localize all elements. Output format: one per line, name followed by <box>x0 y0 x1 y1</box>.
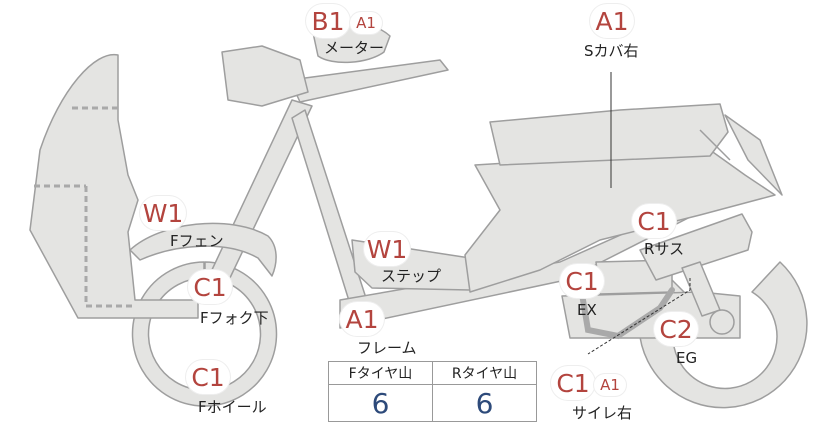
seat <box>489 103 729 166</box>
rear-tire-tread-value: 6 <box>432 384 537 422</box>
grade-badge-silencer-right: C1 <box>551 366 595 400</box>
front-tire-tread-value: 6 <box>328 384 433 422</box>
front-wheel <box>131 261 278 407</box>
tire-tread-table: Fタイヤ山 Rタイヤ山 6 6 <box>328 361 537 422</box>
label-front-fender: Fフェン <box>170 232 224 250</box>
label-silencer-right: サイレ右 <box>572 404 633 422</box>
grade-badge-front-fork-lower: C1 <box>188 270 232 304</box>
exhaust-pipe <box>579 287 675 340</box>
grade-badge-silencer-right-secondary: A1 <box>594 374 626 396</box>
grade-badge-engine: C2 <box>654 312 698 346</box>
tail-grab <box>699 129 731 161</box>
label-meter: メーター <box>324 39 385 57</box>
grade-badge-meter: B1 <box>306 4 350 38</box>
grade-badge-meter-secondary: A1 <box>350 12 382 34</box>
grade-badge-side-cover-right: A1 <box>590 4 634 38</box>
label-engine: EG <box>676 349 698 367</box>
label-exhaust: EX <box>577 301 597 319</box>
front-tire-tread-header: Fタイヤ山 <box>328 361 433 385</box>
label-step: ステップ <box>381 267 442 285</box>
grade-badge-rear-suspension: C1 <box>632 204 676 238</box>
rear-shock <box>639 213 753 281</box>
label-front-wheel: Fホイール <box>198 398 267 416</box>
label-frame: フレーム <box>357 339 417 357</box>
front-legshield <box>29 53 199 319</box>
front-fender <box>129 222 277 277</box>
grade-badge-front-fender: W1 <box>140 196 186 230</box>
rear-tail <box>724 114 783 196</box>
grade-badge-frame: A1 <box>340 302 384 336</box>
rear-body <box>464 149 776 293</box>
grade-badge-front-wheel: C1 <box>186 360 230 394</box>
handlebar <box>289 59 449 103</box>
grade-badge-step: W1 <box>364 232 410 266</box>
label-rear-suspension: Rサス <box>644 240 685 258</box>
headlight <box>221 45 309 107</box>
frame-front-tube <box>291 109 367 305</box>
leader-silencer <box>587 278 691 355</box>
grade-badge-exhaust: C1 <box>560 264 604 298</box>
label-side-cover-right: Sカバ右 <box>584 42 639 60</box>
rear-axle <box>709 309 735 335</box>
label-front-fork-lower: Fフォク下 <box>200 309 269 327</box>
rear-tire-tread-header: Rタイヤ山 <box>432 361 537 385</box>
